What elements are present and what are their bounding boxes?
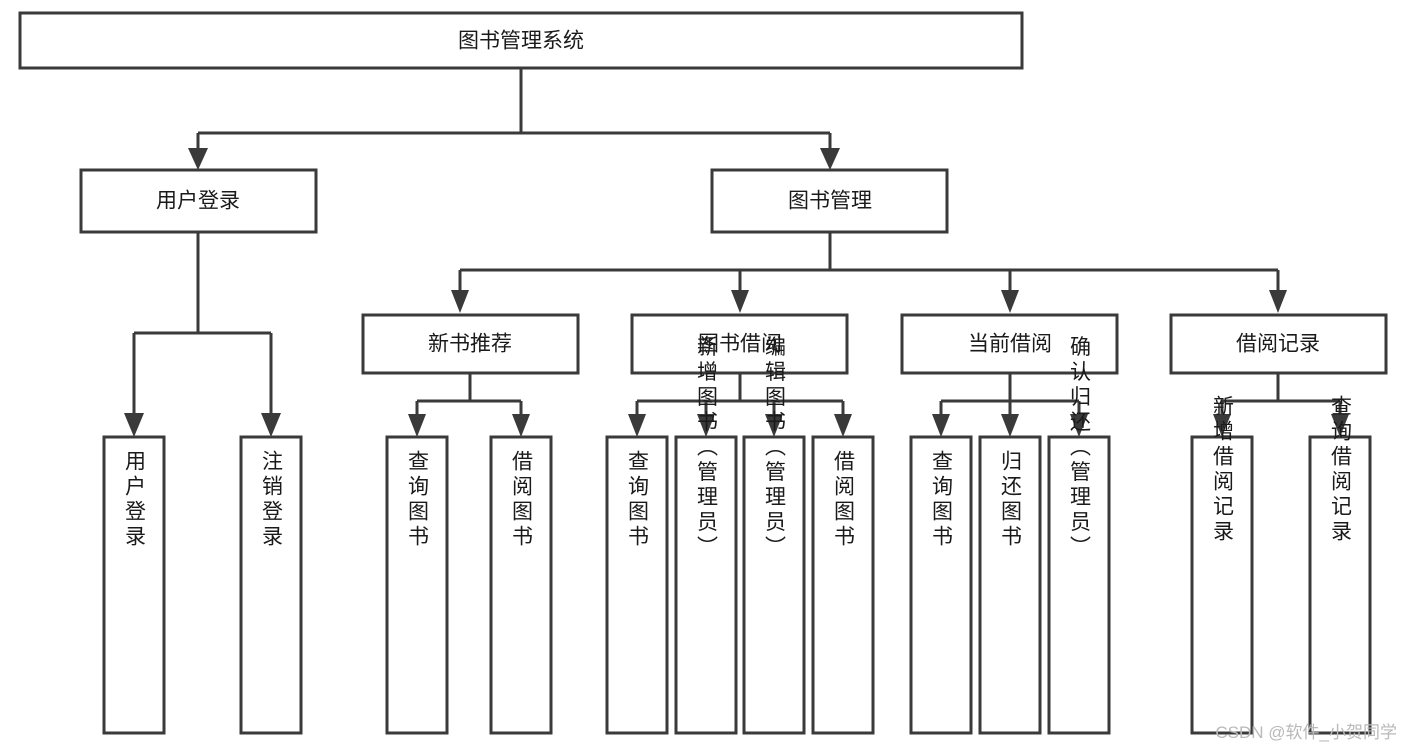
node-user-login-label: 用户登录	[156, 190, 240, 213]
arrow-head-leaf-edit-book	[765, 414, 783, 437]
node-book-borrow-label: 图书借阅	[698, 333, 782, 356]
node-user-login-box[interactable]	[79, 168, 318, 234]
connector-layer	[124, 68, 1349, 437]
arrow-head-leaf-confirm-return	[1070, 414, 1088, 437]
arrow-head-leaf-add-record	[1213, 414, 1231, 437]
node-leaf-user-login-label: 用户登录	[123, 450, 147, 550]
node-borrow-record[interactable]: 借阅记录	[1169, 313, 1388, 375]
node-leaf-borrow-book-2[interactable]: 借阅图书	[811, 435, 875, 735]
arrow-head-leaf-borrow-book-2	[834, 414, 852, 437]
node-current-borrow-box[interactable]	[900, 313, 1119, 375]
node-book-management-label: 图书管理	[788, 190, 872, 213]
node-leaf-query-book-3[interactable]: 查询图书	[909, 435, 973, 735]
arrow-head-leaf-query-book-2	[628, 414, 646, 437]
node-leaf-edit-book-label: 编辑图书（管理员）	[763, 336, 787, 561]
node-leaf-add-record[interactable]: 新增借阅记录	[1190, 395, 1254, 735]
node-root-box[interactable]	[18, 11, 1024, 70]
arrow-head-leaf-logout-login	[261, 413, 281, 437]
node-current-borrow[interactable]: 当前借阅	[900, 313, 1119, 375]
node-leaf-edit-book[interactable]: 编辑图书（管理员）	[742, 336, 806, 735]
arrow-head-borrow-record	[1269, 290, 1287, 313]
arrow-head-book-borrow	[731, 290, 749, 313]
node-leaf-user-login-box[interactable]	[102, 435, 166, 735]
node-new-book-recommend-label: 新书推荐	[428, 333, 512, 356]
node-leaf-add-book-label: 新增图书（管理员）	[695, 336, 719, 561]
node-leaf-query-book-1-label: 查询图书	[406, 450, 430, 550]
node-book-management[interactable]: 图书管理	[710, 168, 949, 234]
arrow-head-leaf-return-book	[1001, 414, 1019, 437]
node-new-book-recommend-box[interactable]	[361, 313, 580, 375]
arrow-head-current-borrow	[1001, 290, 1019, 313]
node-leaf-edit-book-box[interactable]	[742, 435, 806, 735]
node-book-management-box[interactable]	[710, 168, 949, 234]
node-current-borrow-label: 当前借阅	[968, 333, 1052, 356]
node-leaf-query-book-3-box[interactable]	[909, 435, 973, 735]
node-leaf-return-book[interactable]: 归还图书	[978, 435, 1042, 735]
arrow-head-leaf-borrow-book-1	[512, 414, 530, 437]
node-leaf-query-record-box[interactable]	[1308, 435, 1372, 735]
node-leaf-borrow-book-1[interactable]: 借阅图书	[489, 435, 553, 735]
node-leaf-borrow-book-1-label: 借阅图书	[510, 450, 534, 550]
node-leaf-query-record-label: 查询借阅记录	[1329, 395, 1353, 545]
node-leaf-add-record-label: 新增借阅记录	[1211, 395, 1235, 545]
node-leaf-logout-login-label: 注销登录	[260, 450, 284, 550]
node-leaf-query-book-2[interactable]: 查询图书	[605, 435, 669, 735]
node-root[interactable]: 图书管理系统	[18, 11, 1024, 70]
node-leaf-query-record[interactable]: 查询借阅记录	[1308, 395, 1372, 735]
arrow-head-user-login	[188, 148, 208, 170]
node-leaf-add-book[interactable]: 新增图书（管理员）	[674, 336, 738, 735]
node-borrow-record-box[interactable]	[1169, 313, 1388, 375]
node-leaf-confirm-return-label: 确认归还（管理员）	[1068, 336, 1092, 561]
node-user-login[interactable]: 用户登录	[79, 168, 318, 234]
node-leaf-borrow-book-1-box[interactable]	[489, 435, 553, 735]
node-leaf-return-book-box[interactable]	[978, 435, 1042, 735]
node-leaf-add-book-box[interactable]	[674, 435, 738, 735]
arrow-head-leaf-query-book-1	[408, 414, 426, 437]
node-leaf-query-book-2-label: 查询图书	[626, 450, 650, 550]
arrow-head-leaf-query-record	[1331, 414, 1349, 437]
node-leaf-return-book-label: 归还图书	[999, 450, 1023, 550]
node-leaf-query-book-3-label: 查询图书	[930, 450, 954, 550]
node-leaf-confirm-return[interactable]: 确认归还（管理员）	[1047, 336, 1111, 735]
node-borrow-record-label: 借阅记录	[1236, 333, 1320, 356]
node-root-label: 图书管理系统	[458, 30, 584, 53]
node-new-book-recommend[interactable]: 新书推荐	[361, 313, 580, 375]
arrow-head-leaf-user-login	[124, 413, 144, 437]
node-leaf-query-book-1[interactable]: 查询图书	[385, 435, 449, 735]
node-book-borrow[interactable]: 图书借阅	[630, 313, 849, 375]
node-leaf-logout-login[interactable]: 注销登录	[239, 435, 303, 735]
node-leaf-add-record-box[interactable]	[1190, 435, 1254, 735]
node-leaf-query-book-2-box[interactable]	[605, 435, 669, 735]
arrow-head-new-book-recommend	[451, 290, 469, 313]
arrow-head-leaf-query-book-3	[932, 414, 950, 437]
node-leaf-borrow-book-2-box[interactable]	[811, 435, 875, 735]
arrow-head-book-management	[820, 148, 840, 170]
node-leaf-query-book-1-box[interactable]	[385, 435, 449, 735]
arrow-head-leaf-add-book	[697, 414, 715, 437]
node-book-borrow-box[interactable]	[630, 313, 849, 375]
node-leaf-borrow-book-2-label: 借阅图书	[832, 450, 856, 550]
node-leaf-logout-login-box[interactable]	[239, 435, 303, 735]
node-leaf-user-login[interactable]: 用户登录	[102, 435, 166, 735]
node-leaf-confirm-return-box[interactable]	[1047, 435, 1111, 735]
